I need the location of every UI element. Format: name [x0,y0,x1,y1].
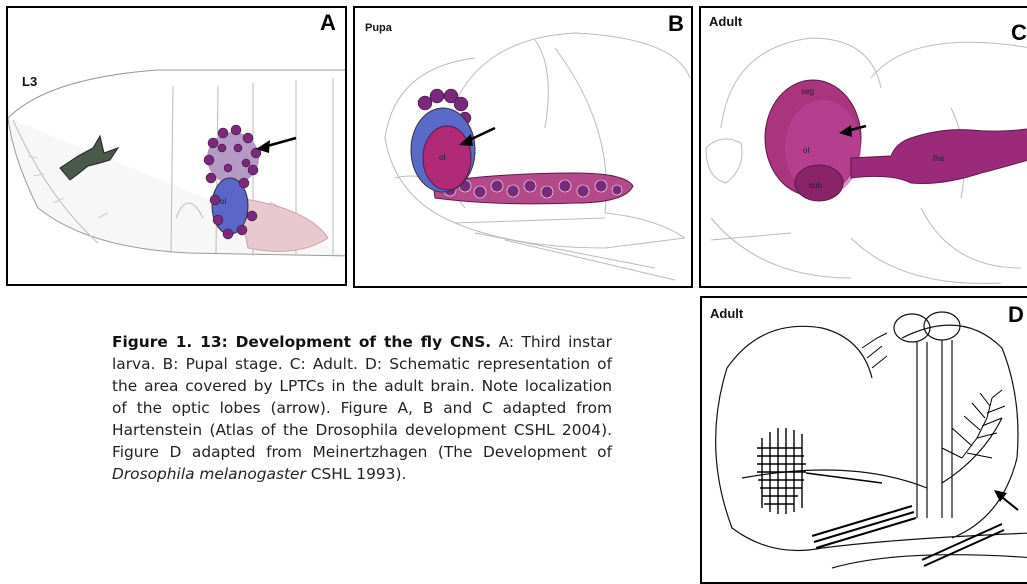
panel-label-d: D [1008,302,1024,328]
stage-label-a: L3 [22,74,37,89]
caption-title: Figure 1. 13: Development of the fly CNS… [112,333,491,351]
lptc-schematic [702,298,1027,584]
label-ol-c: ol [803,146,809,155]
panel-d: Adult D [700,296,1027,584]
label-tha: tha [933,154,945,163]
larva-illustration: ol [8,8,347,286]
caption-text-2: CSHL 1993). [306,465,407,483]
caption-species: Drosophila melanogaster [112,465,306,483]
panel-label-a: A [320,10,336,36]
label-sub: sub [809,181,822,190]
pupa-illustration: ol [355,8,693,288]
panel-label-c: C [1011,20,1027,46]
panel-b: ol Pupa B [353,6,693,288]
figure-caption: Figure 1. 13: Development of the fly CNS… [112,331,612,485]
panel-label-b: B [668,11,684,37]
lptc-left-arbor [757,428,882,514]
stage-label-b: Pupa [365,22,392,34]
panel-c: seg ol sub tha Adult C [699,6,1027,288]
panel-a: ol L3 A [6,6,347,286]
label-ol-a: ol [220,197,226,206]
stage-label-c: Adult [709,14,742,29]
stage-label-d: Adult [710,306,743,321]
caption-text-1: A: Third instar larva. B: Pupal stage. C… [112,333,612,461]
label-seg: seg [801,87,814,96]
adult-illustration: seg ol sub tha [701,8,1027,288]
label-ol-b: ol [439,153,445,162]
